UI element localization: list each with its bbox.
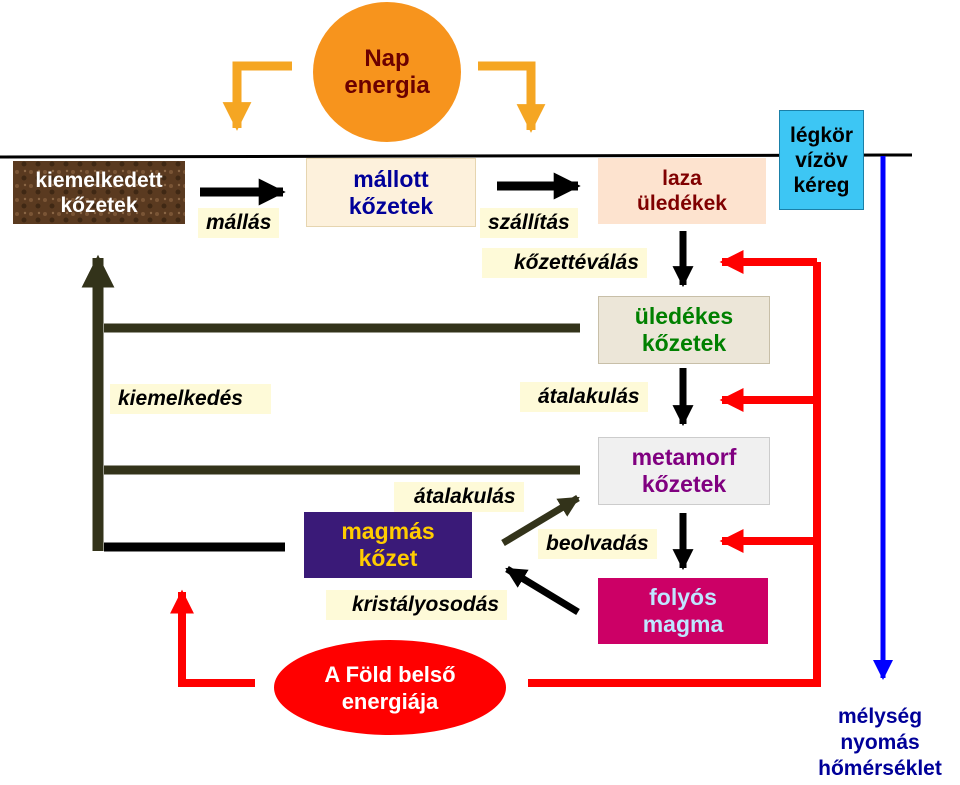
uplifted-label-1: kiemelkedett (35, 168, 163, 192)
depth-legend: mélység nyomás hőmérséklet (800, 703, 960, 783)
label-metamorphism-right: átalakulás (520, 382, 648, 412)
weathered-label-2: kőzetek (348, 192, 434, 219)
label-melting: beolvadás (538, 529, 657, 559)
sun-circle: Nap energia (313, 2, 461, 142)
loose-label-2: üledékek (637, 192, 727, 215)
metamorphic-label-2: kőzetek (641, 471, 727, 497)
label-uplift: kiemelkedés (110, 384, 271, 414)
box-sedimentary-rocks: üledékes kőzetek (598, 296, 770, 364)
red-arrow-earth-left (170, 589, 255, 687)
label-weathering: mállás (198, 208, 280, 238)
igneous-label-2: kőzet (358, 545, 418, 571)
weathered-label-1: mállott (353, 165, 429, 192)
depth-label-2: nyomás (840, 731, 920, 754)
sun-arrow-left (222, 61, 292, 131)
box-liquid-magma: folyós magma (598, 578, 768, 644)
label-transport: szállítás (480, 208, 578, 238)
depth-label-1: mélység (837, 705, 923, 728)
depth-label-3: hőmérséklet (818, 757, 942, 780)
box-weathered-rocks: mállott kőzetek (306, 158, 476, 227)
loose-label-1: laza (662, 167, 702, 190)
uplifted-label-2: kőzetek (60, 193, 138, 217)
surface-line (0, 153, 913, 159)
sun-label-1: Nap (364, 45, 410, 72)
label-lithification: kőzettéválás (482, 248, 647, 278)
uplifted-rock-texture (13, 161, 185, 224)
atmosphere-label-1: légkör (789, 123, 854, 147)
sedimentary-label-2: kőzetek (641, 330, 727, 356)
atmosphere-label-2: vízöv (795, 148, 848, 172)
arrow-diagonal-metamorphism (501, 494, 580, 547)
earth-energy-label-2: energiája (341, 688, 439, 714)
box-loose-sediments: laza üledékek (598, 158, 766, 224)
box-atmosphere: légkör vízöv kéreg (779, 110, 864, 210)
sun-arrow-right (478, 61, 546, 133)
label-metamorphism-left: átalakulás (394, 482, 524, 512)
label-crystallization: kristályosodás (326, 590, 508, 620)
earth-energy-label-1: A Föld belső (324, 661, 456, 687)
atmosphere-label-3: kéreg (793, 173, 850, 197)
earth-energy-ellipse: A Föld belső energiája (274, 640, 506, 735)
sedimentary-label-1: üledékes (634, 303, 734, 329)
sun-label-2: energia (344, 72, 430, 99)
arrow-diagonal-crystallization (505, 566, 580, 615)
magma-label-2: magma (642, 611, 724, 637)
igneous-label-1: magmás (341, 518, 435, 544)
box-uplifted-rocks: kiemelkedett kőzetek (13, 161, 185, 224)
box-igneous-rock: magmás kőzet (304, 512, 472, 578)
magma-label-1: folyós (649, 584, 717, 610)
box-metamorphic-rocks: metamorf kőzetek (598, 437, 770, 505)
metamorphic-label-1: metamorf (631, 444, 737, 470)
